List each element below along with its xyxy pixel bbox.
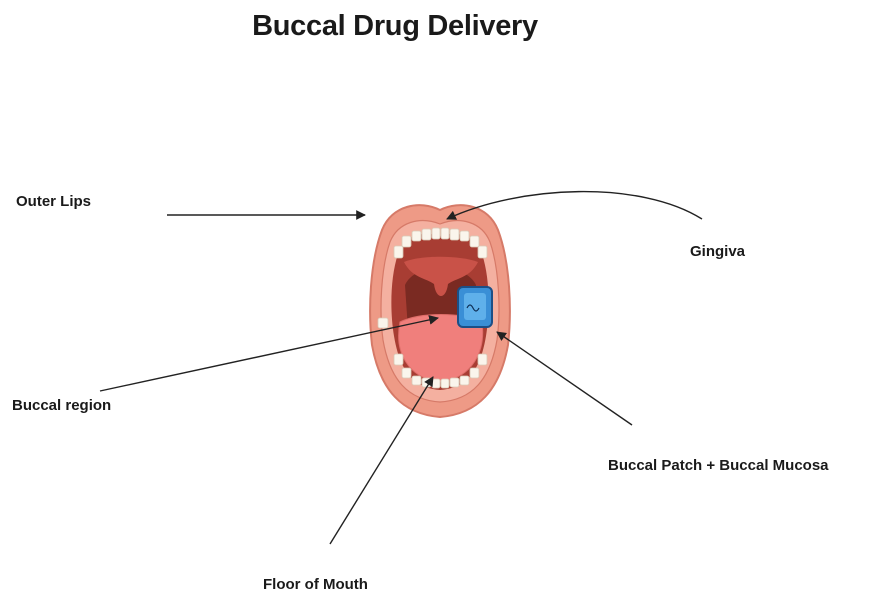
- label-outer-lips: Outer Lips: [16, 193, 91, 210]
- label-gingiva: Gingiva: [690, 243, 745, 260]
- label-buccal-patch: Buccal Patch + Buccal Mucosa: [608, 457, 829, 474]
- label-floor-of-mouth: Floor of Mouth: [263, 576, 368, 593]
- label-buccal-region: Buccal region: [12, 397, 111, 414]
- buccal-patch: [458, 287, 492, 327]
- floor-of-mouth-arrow: [330, 377, 433, 544]
- open-mouth-illustration: [370, 205, 510, 417]
- buccal-patch-arrow: [497, 332, 632, 425]
